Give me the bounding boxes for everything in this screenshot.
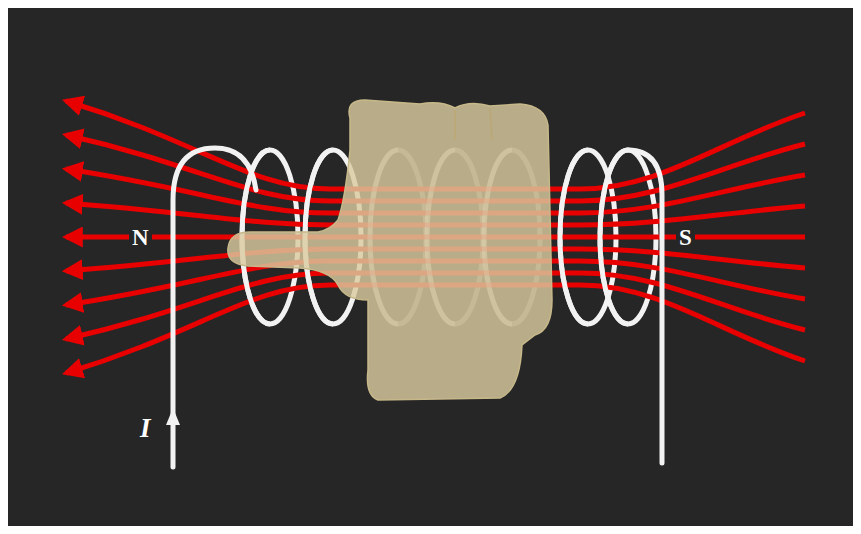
right-hand bbox=[228, 100, 552, 400]
coil-turn-front bbox=[560, 150, 588, 324]
dark-ground bbox=[8, 8, 853, 526]
north-pole-label: N bbox=[129, 225, 152, 250]
coil-turn-front bbox=[600, 150, 628, 324]
finger-creases bbox=[455, 108, 492, 140]
current-label: I bbox=[137, 414, 154, 443]
south-pole-label: S bbox=[676, 225, 695, 250]
lead-wire-right bbox=[628, 150, 662, 463]
lead-wire-left bbox=[173, 148, 256, 467]
current-arrow bbox=[166, 408, 180, 425]
